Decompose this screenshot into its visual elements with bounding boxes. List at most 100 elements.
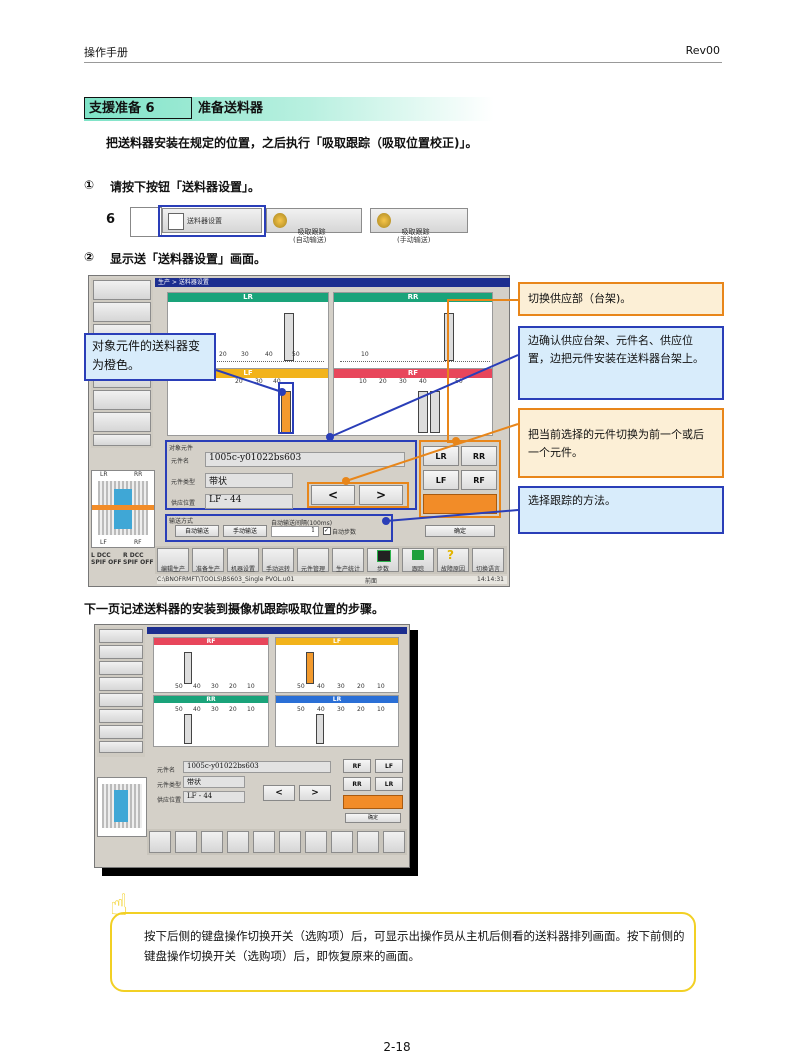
panel2-lr[interactable]: LR [275,695,399,747]
part-type-value: 带状 [183,776,245,788]
button-row-spacer [130,207,162,237]
auto-steps-checkbox[interactable]: ✓ [323,527,331,535]
prepare-production-button[interactable]: 准备生产 [192,548,224,573]
nav-item[interactable] [93,434,151,446]
part-type-value: 带状 [205,473,293,488]
scale-label: 20 [379,378,387,385]
nav-item[interactable] [93,280,151,300]
nav-item[interactable] [99,725,143,739]
feeder-setup-button[interactable]: 送料器设置 [162,208,262,233]
panel-lr-label: LR [168,293,328,302]
connector-confirm-info [329,354,519,438]
supply-rr-button[interactable]: RR [461,446,497,466]
nav-highlight [307,482,409,508]
scale-label: 40 [419,378,427,385]
nav-item[interactable] [93,302,151,322]
mini-label-lf: LF [100,539,107,546]
function-button[interactable] [227,831,249,853]
panel2-rf-label: RF [154,638,268,645]
field-label-supply: 供应位置 [171,500,196,507]
function-button[interactable] [149,831,171,853]
target-part-highlight: 对象元件 元件名 1005c-y01022bs603 元件类型 带状 供应位置 … [165,440,417,510]
grid-icon [377,550,391,562]
field-label-part: 元件名 [171,458,190,465]
field-label-type: 元件类型 [171,479,196,486]
tracking-auto-button[interactable]: 吸取跟踪 (自动输送) [266,208,362,244]
scale-label: 30 [211,683,219,690]
next-part-button[interactable]: > [299,785,331,801]
scale-label: 20 [357,706,365,713]
nav-item[interactable] [99,677,143,691]
panel-rr[interactable]: RR [333,292,493,370]
status-bar: C:\BNOFRMFT\TOOLS\BS603_Single PVOL.u01 … [157,576,507,585]
supply2-lr-button[interactable]: LR [375,777,403,791]
feeder-slot [184,714,192,744]
confirm-button[interactable]: 确定 [425,525,495,537]
scale-label: 50 [297,706,305,713]
target-section-label: 对象元件 [169,445,194,452]
next-part-button[interactable]: > [359,485,403,505]
feeder-slot-orange [306,652,314,684]
note-text: 按下后侧的键盘操作切换开关（选购项）后，可显示出操作员从主机后侧看的送料器排列画… [144,929,685,963]
board-icon [412,550,424,560]
edit-production-button[interactable]: 编辑生产 [157,548,189,573]
scale-label: 50 [175,683,183,690]
scale-label: 40 [317,683,325,690]
supply-rf-button[interactable]: RF [461,470,497,490]
function-button[interactable] [253,831,275,853]
auto-feed-button[interactable]: 自动输送 [175,525,219,537]
machine-settings-button[interactable]: 机器设置 [227,548,259,573]
scale-label: 10 [247,706,255,713]
feeder-slot [316,714,324,744]
nav-item[interactable] [99,693,143,707]
nav-item[interactable] [93,412,151,432]
scale-label: 20 [357,683,365,690]
supply2-rr-button[interactable]: RR [343,777,371,791]
nav-item[interactable] [99,709,143,723]
panel-lf[interactable]: LF [167,368,329,436]
nav-item[interactable] [99,741,143,753]
function-button[interactable] [279,831,301,853]
function-button[interactable] [357,831,379,853]
panel2-rr[interactable]: RR [153,695,269,747]
scale-label: 40 [193,706,201,713]
function-button[interactable] [175,831,197,853]
interval-input[interactable]: 1 [271,526,319,537]
confirm-button-2[interactable]: 确定 [345,813,401,823]
supply2-lf-button[interactable]: LF [375,759,403,773]
prev-part-button[interactable]: < [263,785,295,801]
function-button[interactable] [383,831,405,853]
nozzle-icon [273,213,287,228]
scale-label: 30 [241,351,249,358]
nav-item[interactable] [99,661,143,675]
intro-text: 把送料器安装在规定的位置，之后执行「吸取跟踪（吸取位置校正)」。 [106,136,478,150]
panel2-rf[interactable]: RF [153,637,269,693]
supply-lf-button[interactable]: LF [423,470,459,490]
supply2-rf-button[interactable]: RF [343,759,371,773]
nav-item[interactable] [99,629,143,643]
machine-view-button[interactable] [423,494,497,514]
machine-view-button-2[interactable] [343,795,403,809]
error-cause-button[interactable]: 故障原因 [437,548,469,573]
machine-head [114,790,128,822]
nav-item[interactable] [93,390,151,410]
function-button[interactable] [331,831,353,853]
nav-item[interactable] [99,645,143,659]
panel2-lf[interactable]: LF [275,637,399,693]
callout-select-tracking: 选择跟踪的方法。 [518,486,724,534]
function-button[interactable] [201,831,223,853]
prev-part-button[interactable]: < [311,485,355,505]
dot-switch-part [342,477,350,485]
scale-label: 30 [255,378,263,385]
manual-feed-button[interactable]: 手动输送 [223,525,267,537]
function-button[interactable] [305,831,327,853]
parts-management-button[interactable]: 元件管理 [297,548,329,573]
scale-label: 40 [265,351,273,358]
production-stats-button[interactable]: 生产统计 [332,548,364,573]
tracking-manual-button[interactable]: 吸取跟踪 (手动输送) [370,208,468,244]
status-left: L DCC SPIF OFF [91,552,122,566]
feeder-icon [168,213,184,230]
screen-title-bar: 生产 > 送料器设置 [155,278,510,287]
manual-run-button[interactable]: 手动运转 [262,548,294,573]
switch-language-button[interactable]: 切换语言 [472,548,504,573]
